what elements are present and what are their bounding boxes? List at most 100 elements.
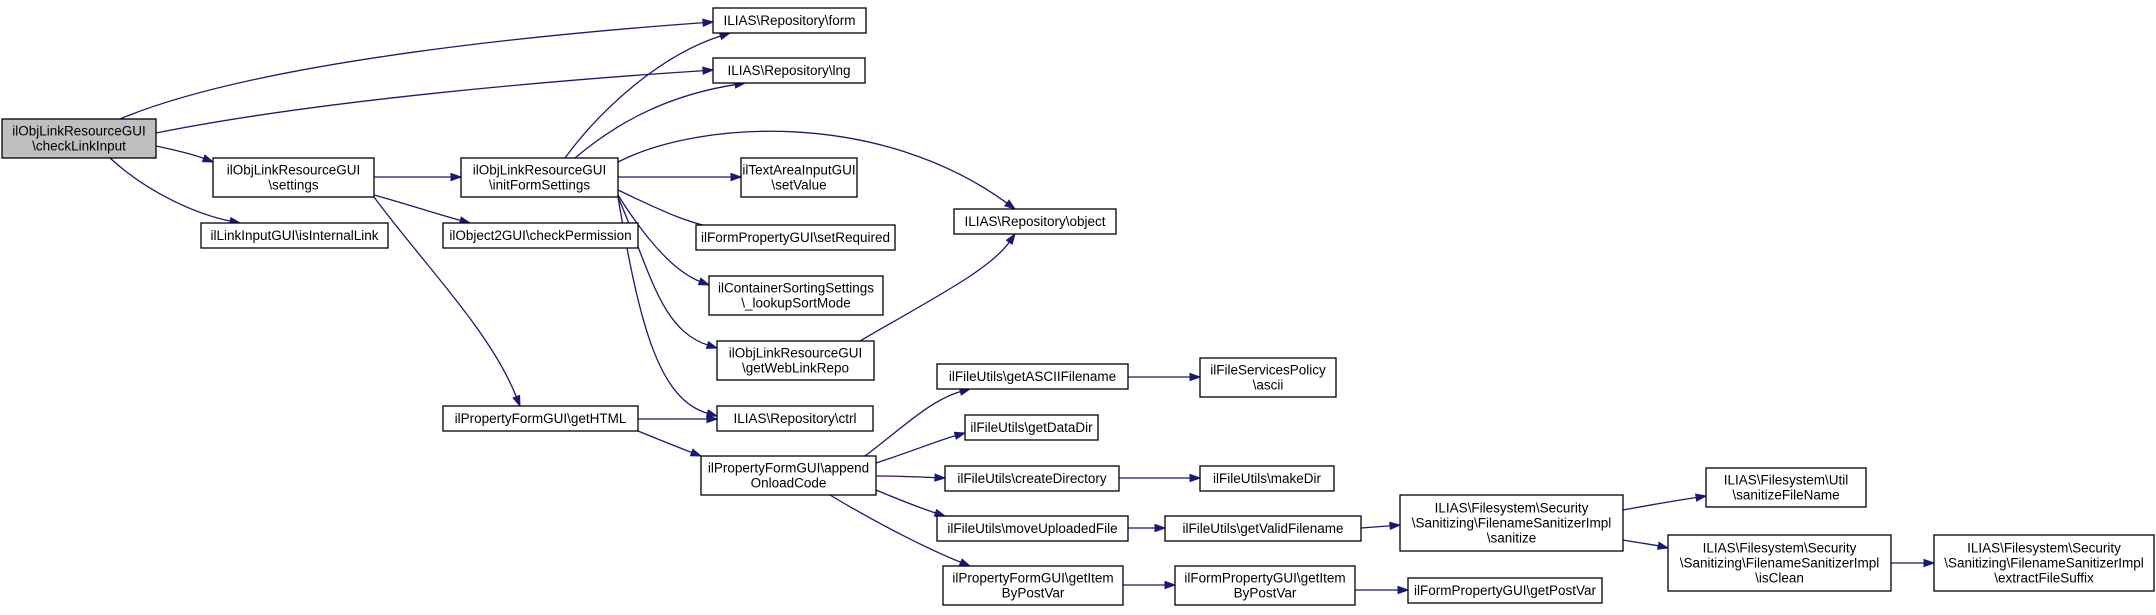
node-repoObject[interactable]: ILIAS\Repository\object bbox=[953, 208, 1117, 235]
node-box bbox=[1199, 357, 1337, 398]
node-sanitize[interactable]: ILIAS\Filesystem\Security\Sanitizing\Fil… bbox=[1399, 494, 1624, 552]
node-label: \getWebLinkRepo bbox=[742, 361, 849, 376]
node-ascii[interactable]: ilFileServicesPolicy\ascii bbox=[1199, 357, 1337, 398]
node-box bbox=[1399, 494, 1624, 552]
node-label: ilPropertyFormGUI\getItem bbox=[952, 571, 1113, 586]
node-getValidFilename[interactable]: ilFileUtils\getValidFilename bbox=[1164, 515, 1362, 542]
node-label: \ascii bbox=[1253, 378, 1284, 393]
node-lookupSortMode[interactable]: ilContainerSortingSettings\_lookupSortMo… bbox=[708, 275, 884, 316]
node-getDataDir[interactable]: ilFileUtils\getDataDir bbox=[964, 414, 1099, 441]
node-label: ILIAS\Repository\object bbox=[964, 214, 1105, 229]
edge-arrowhead bbox=[1005, 232, 1016, 246]
node-label: \sanitize bbox=[1487, 531, 1537, 546]
node-label: \Sanitizing\FilenameSanitizerImpl bbox=[1944, 556, 2144, 571]
node-moveUploadedFile[interactable]: ilFileUtils\moveUploadedFile bbox=[936, 515, 1129, 542]
edge-arrowhead bbox=[702, 66, 715, 75]
edge-line bbox=[373, 196, 518, 398]
node-label: ByPostVar bbox=[1234, 586, 1297, 601]
node-getASCIIFilename[interactable]: ilFileUtils\getASCIIFilename bbox=[936, 363, 1129, 390]
node-box bbox=[212, 157, 375, 198]
edge-arrowhead bbox=[934, 473, 947, 482]
edge-line bbox=[119, 21, 705, 120]
node-makeDir[interactable]: ilFileUtils\makeDir bbox=[1199, 465, 1335, 492]
node-box bbox=[740, 157, 858, 198]
node-box bbox=[712, 57, 866, 84]
edge-arrowhead bbox=[450, 172, 463, 182]
node-getWebLinkRepo[interactable]: ilObjLinkResourceGUI\getWebLinkRepo bbox=[716, 340, 875, 381]
node-box bbox=[700, 455, 877, 496]
edge-arrowhead bbox=[689, 448, 703, 457]
node-isClean[interactable]: ILIAS\Filesystem\Security\Sanitizing\Fil… bbox=[1667, 534, 1892, 592]
edge-initFormSettings-to-repoForm bbox=[564, 32, 732, 159]
edge-root-to-repoLng bbox=[155, 66, 715, 134]
node-label: \sanitizeFileName bbox=[1732, 488, 1839, 503]
node-repoLng[interactable]: ILIAS\Repository\lng bbox=[712, 57, 866, 84]
node-box bbox=[1, 118, 157, 159]
node-isInternalLink[interactable]: ilLinkInputGUI\isInternalLink bbox=[200, 222, 389, 249]
node-label: ilLinkInputGUI\isInternalLink bbox=[210, 228, 378, 243]
edge-getWebLinkRepo-to-repoObject bbox=[859, 232, 1016, 342]
node-checkPermission[interactable]: ilObject2GUI\checkPermission bbox=[442, 222, 639, 249]
node-root[interactable]: ilObjLinkResourceGUI\checkLinkInput bbox=[1, 118, 157, 159]
edge-line bbox=[875, 434, 957, 464]
edge-getItemByPostVar1-to-getItemByPostVar2 bbox=[1123, 580, 1177, 590]
edge-getHTML-to-appendOnloadCode bbox=[637, 430, 703, 457]
edge-getItemByPostVar2-to-getPostVar bbox=[1355, 585, 1410, 595]
node-box bbox=[1407, 577, 1603, 604]
edge-root-to-settings bbox=[155, 145, 215, 163]
edge-initFormSettings-to-repoLng bbox=[574, 80, 747, 159]
edge-initFormSettings-to-repoObject bbox=[617, 130, 1017, 210]
node-label: ilObjLinkResourceGUI bbox=[729, 346, 863, 361]
edge-line bbox=[155, 145, 205, 160]
node-label: ilFileUtils\createDirectory bbox=[957, 471, 1107, 486]
edge-arrowhead bbox=[1694, 493, 1708, 502]
node-label: ilContainerSortingSettings bbox=[718, 281, 874, 296]
node-getPostVar[interactable]: ilFormPropertyGUI\getPostVar bbox=[1407, 577, 1603, 604]
node-sanitizeFileName[interactable]: ILIAS\Filesystem\Util\sanitizeFileName bbox=[1705, 467, 1867, 508]
node-label: ilFileUtils\getASCIIFilename bbox=[949, 369, 1116, 384]
node-repoCtrl[interactable]: ILIAS\Repository\ctrl bbox=[716, 405, 874, 432]
edge-moveUploadedFile-to-getValidFilename bbox=[1128, 523, 1167, 533]
node-label: OnloadCode bbox=[751, 476, 827, 491]
node-createDirectory[interactable]: ilFileUtils\createDirectory bbox=[944, 465, 1120, 492]
node-label: \settings bbox=[268, 178, 319, 193]
edge-arrowhead bbox=[512, 394, 521, 408]
edge-arrowhead bbox=[718, 32, 732, 41]
edge-arrowhead bbox=[1189, 473, 1202, 483]
edge-root-to-repoForm bbox=[119, 18, 715, 120]
edge-appendOnloadCode-to-getASCIIFilename bbox=[864, 387, 972, 457]
node-box bbox=[936, 363, 1129, 390]
node-settings[interactable]: ilObjLinkResourceGUI\settings bbox=[212, 157, 375, 198]
edge-line bbox=[109, 157, 232, 222]
node-box bbox=[936, 515, 1129, 542]
node-label: ilFileUtils\makeDir bbox=[1213, 471, 1322, 486]
edge-line bbox=[155, 69, 705, 134]
node-box bbox=[1667, 534, 1892, 592]
edge-line bbox=[1360, 525, 1392, 529]
node-box bbox=[716, 405, 874, 432]
node-label: ilFileUtils\getDataDir bbox=[970, 420, 1093, 435]
node-initFormSettings[interactable]: ilObjLinkResourceGUI\initFormSettings bbox=[460, 157, 619, 198]
edge-line bbox=[864, 390, 962, 457]
node-box bbox=[953, 208, 1117, 235]
edge-settings-to-initFormSettings bbox=[373, 172, 463, 182]
node-box bbox=[964, 414, 1099, 441]
edge-line bbox=[373, 194, 462, 222]
node-setRequired[interactable]: ilFormPropertyGUI\setRequired bbox=[695, 224, 896, 251]
node-repoForm[interactable]: ILIAS\Repository\form bbox=[712, 7, 867, 34]
node-getHTML[interactable]: ilPropertyFormGUI\getHTML bbox=[442, 405, 639, 432]
call-graph-edges bbox=[109, 18, 1936, 595]
node-label: ILIAS\Repository\lng bbox=[727, 63, 850, 78]
edge-initFormSettings-to-lookupSortMode bbox=[617, 194, 711, 286]
node-box bbox=[1933, 534, 2155, 592]
edge-arrowhead bbox=[1656, 541, 1670, 550]
node-extractFileSuffix[interactable]: ILIAS\Filesystem\Security\Sanitizing\Fil… bbox=[1933, 534, 2155, 592]
edge-line bbox=[1622, 539, 1660, 547]
edge-line bbox=[637, 430, 693, 454]
node-setValue[interactable]: ilTextAreaInputGUI\setValue bbox=[740, 157, 858, 198]
edge-arrowhead bbox=[1389, 521, 1402, 531]
